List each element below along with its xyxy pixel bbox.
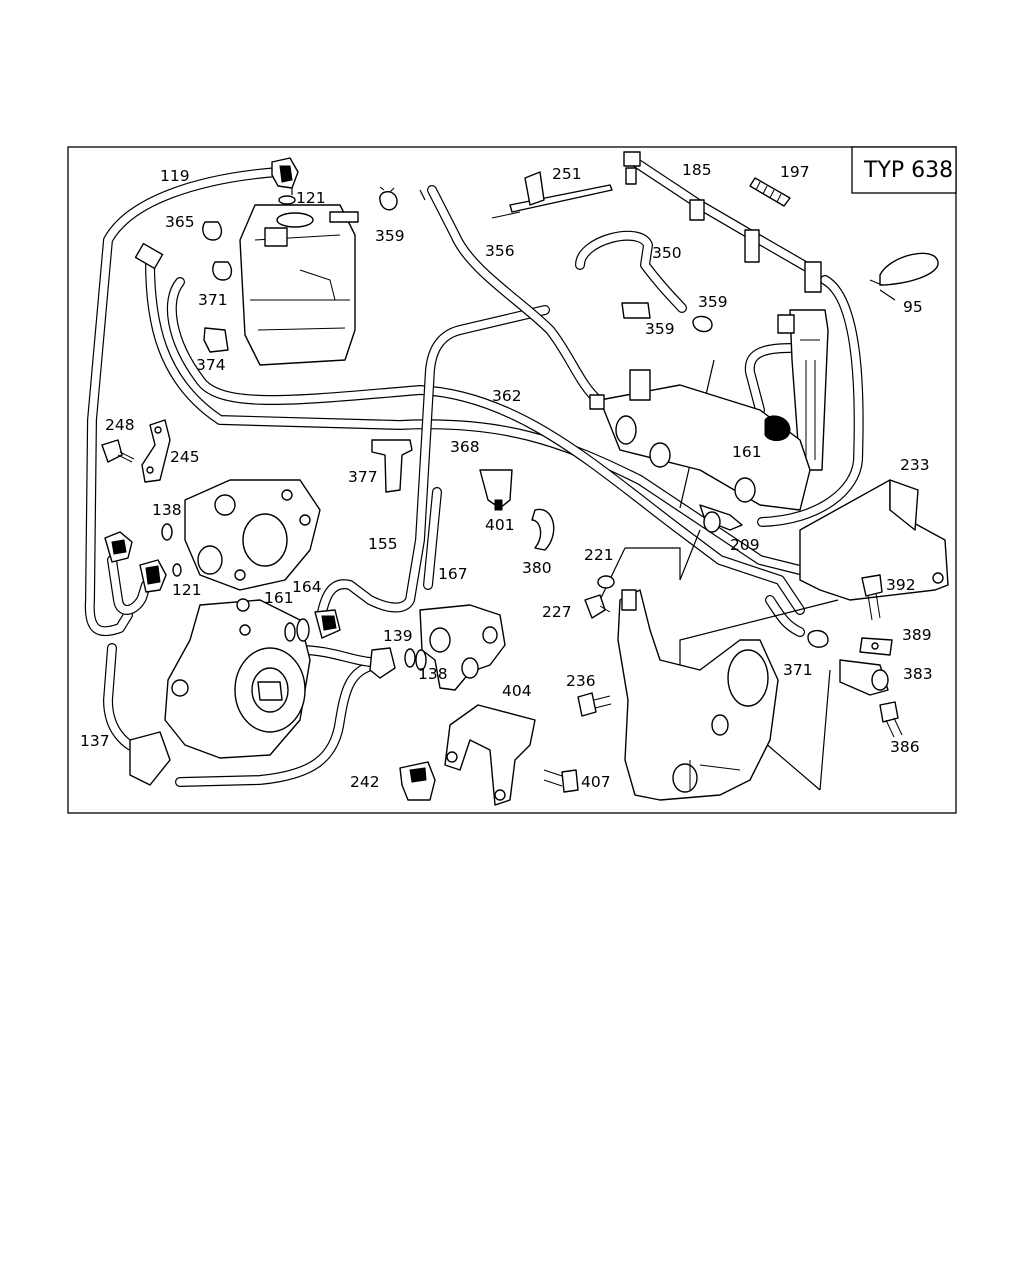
label-185: 185 [682, 161, 712, 179]
label-119: 119 [160, 167, 190, 185]
label-401: 401 [485, 516, 515, 534]
bolt-386 [879, 701, 903, 738]
clamp-389 [859, 637, 893, 656]
label-227: 227 [542, 603, 572, 621]
label-138-upper: 138 [152, 501, 182, 519]
label-121-lower: 121 [172, 581, 202, 599]
label-359-top: 359 [375, 227, 405, 245]
heat-shield-233 [799, 479, 949, 601]
clip-242 [399, 761, 436, 801]
label-242: 242 [350, 773, 380, 791]
rings-161-164 [284, 609, 341, 642]
injector-right [777, 309, 829, 471]
t-connector-185 [623, 151, 822, 293]
bolt-236 [577, 692, 612, 717]
diagram-frame [67, 146, 957, 814]
banjo-209 [699, 504, 743, 533]
bracket-251 [491, 171, 613, 219]
label-139: 139 [383, 627, 413, 645]
type-badge: TYP 638 [851, 146, 957, 194]
label-377: 377 [348, 468, 378, 486]
label-368: 368 [450, 438, 480, 456]
clip-359-right [621, 302, 713, 333]
label-392: 392 [886, 576, 916, 594]
connector-119 [271, 157, 299, 189]
label-374: 374 [196, 356, 226, 374]
label-95: 95 [903, 298, 923, 316]
bracket-404 [444, 704, 536, 806]
clip-359-top [379, 186, 398, 211]
pump-lower [129, 598, 311, 786]
label-167: 167 [438, 565, 468, 583]
o-rings-upper [161, 523, 182, 577]
label-248: 248 [105, 416, 135, 434]
label-236: 236 [566, 672, 596, 690]
clip-380 [531, 508, 555, 551]
label-371-lower: 371 [783, 661, 813, 679]
label-137: 137 [80, 732, 110, 750]
grommet-197 [749, 177, 791, 207]
label-161-lower: 161 [264, 589, 294, 607]
label-161-right: 161 [732, 443, 762, 461]
label-251: 251 [552, 165, 582, 183]
label-121-top: 121 [296, 189, 326, 207]
bolt-392 [861, 574, 883, 621]
clamp-371 [807, 629, 829, 648]
label-245: 245 [170, 448, 200, 466]
bolt-248 [101, 439, 135, 463]
distribution-block [589, 369, 811, 511]
type-badge-text: TYP 638 [863, 158, 953, 183]
label-221: 221 [584, 546, 614, 564]
tie-strap-95 [869, 252, 939, 286]
damper-383 [839, 659, 889, 696]
label-404: 404 [502, 682, 532, 700]
housing-lower-right [617, 589, 779, 801]
fuel-filter [239, 195, 359, 366]
connector-121-left [104, 531, 167, 593]
label-365: 365 [165, 213, 195, 231]
clip-374 [203, 327, 229, 353]
label-389: 389 [902, 626, 932, 644]
label-386: 386 [890, 738, 920, 756]
label-356: 356 [485, 242, 515, 260]
label-359-mid: 359 [645, 320, 675, 338]
label-383: 383 [903, 665, 933, 683]
label-371-top: 371 [198, 291, 228, 309]
clip-401 [479, 469, 513, 511]
label-362: 362 [492, 387, 522, 405]
clip-377 [371, 439, 413, 493]
bracket-245 [141, 419, 171, 483]
hose-lines [84, 155, 864, 787]
part-labels: 119 121 365 359 251 185 197 356 350 95 3… [80, 161, 933, 791]
label-350: 350 [652, 244, 682, 262]
label-209: 209 [730, 536, 760, 554]
label-138-lower: 138 [418, 665, 448, 683]
label-359-right: 359 [698, 293, 728, 311]
bolt-407 [543, 769, 579, 793]
label-233: 233 [900, 456, 930, 474]
fitting-365 [134, 221, 233, 281]
banjo-bolt-227 [584, 575, 615, 619]
label-164: 164 [292, 578, 322, 596]
regulator-139 [369, 604, 506, 691]
label-197: 197 [780, 163, 810, 181]
label-407: 407 [581, 773, 611, 791]
label-155: 155 [368, 535, 398, 553]
pump-upper [184, 479, 321, 591]
label-380: 380 [522, 559, 552, 577]
